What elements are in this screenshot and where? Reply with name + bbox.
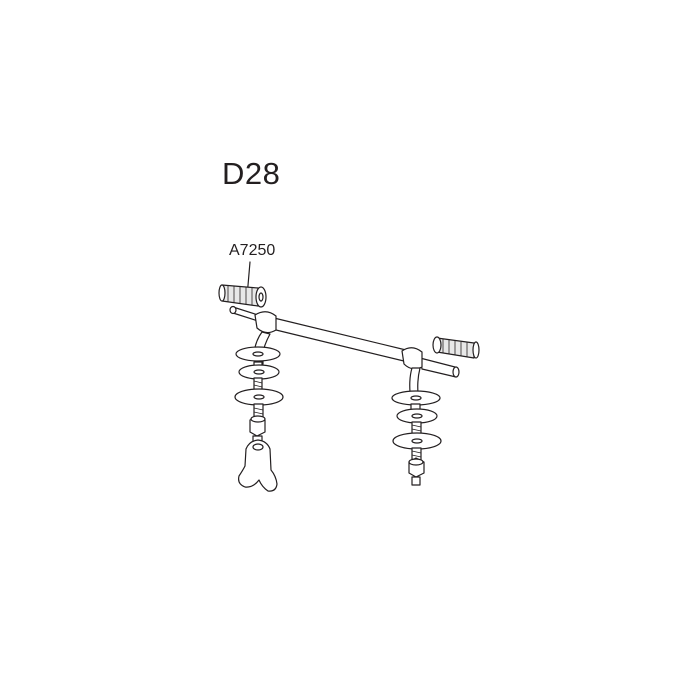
left-fixing-stack <box>234 346 284 445</box>
right-expansion-anchor <box>432 336 480 359</box>
right-hinge-bracket <box>401 347 423 394</box>
crossbar-rod <box>229 305 460 378</box>
diagram-title: D28 <box>222 156 281 191</box>
part-callout-label: A7250 <box>229 242 276 259</box>
wing-nut <box>238 439 278 492</box>
right-fixing-stack <box>391 390 442 486</box>
left-expansion-anchor <box>218 284 267 308</box>
